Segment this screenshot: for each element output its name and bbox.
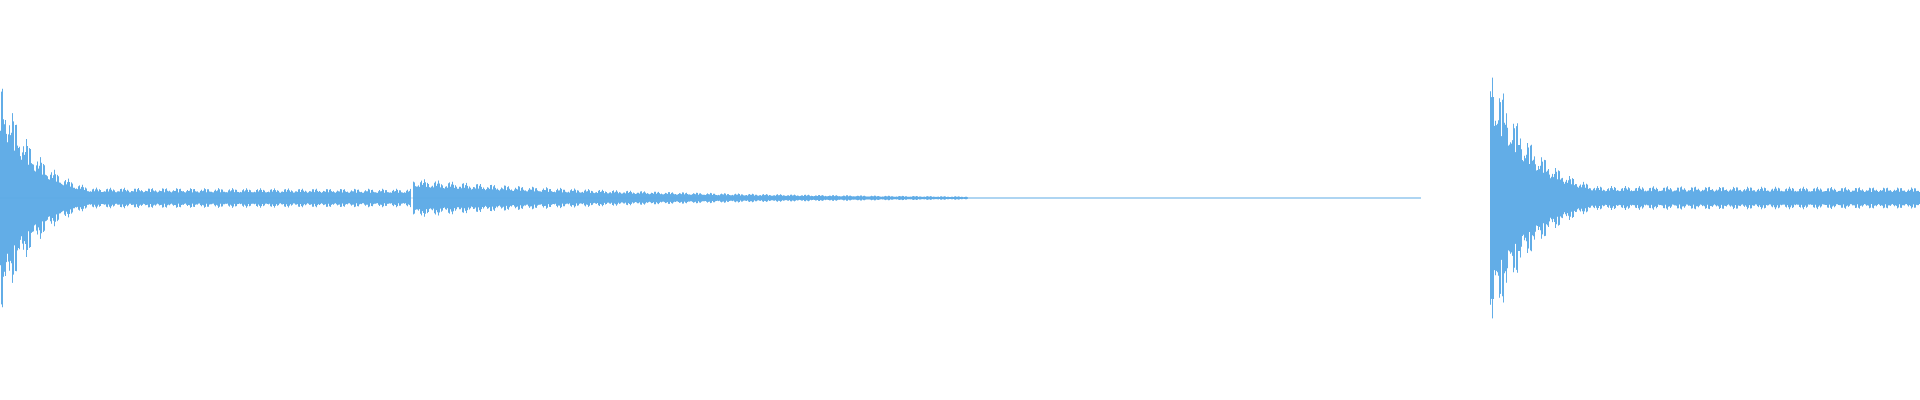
waveform-samples xyxy=(0,77,1920,319)
